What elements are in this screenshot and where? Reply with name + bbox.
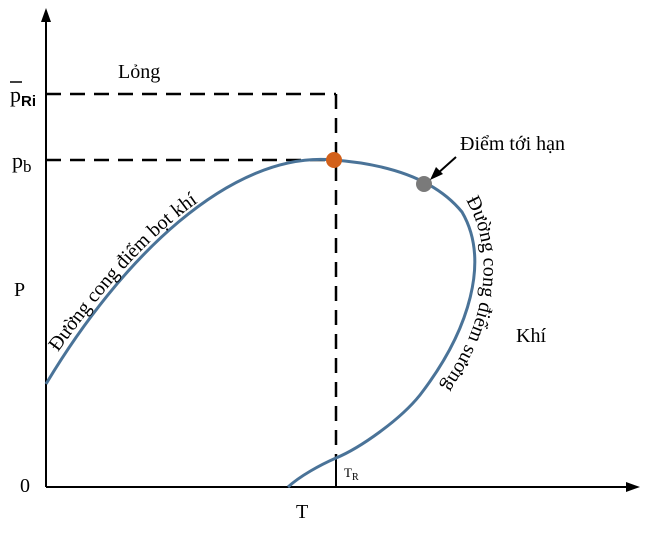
p-ri-label: pRi	[10, 82, 36, 110]
t-r-label: TR	[344, 465, 359, 483]
bubble-point-marker	[326, 152, 342, 168]
bubble-curve-label-path: Đường cong điểm bọt khí	[44, 188, 201, 355]
bubble-curve-label: Đường cong điểm bọt khí	[44, 188, 201, 355]
t-r-main: T	[344, 465, 352, 480]
dew-curve-label: Đường cong điểm sương	[437, 192, 500, 396]
p-ri-main: p	[10, 82, 21, 107]
p-ri-sub: Ri	[21, 93, 36, 110]
p-b-main: p	[12, 148, 23, 173]
x-axis-arrow-icon	[626, 482, 640, 492]
y-axis-label: P	[14, 279, 25, 301]
gas-region-label: Khí	[516, 325, 546, 347]
critical-point-label: Điểm tới hạn	[460, 133, 565, 155]
x-axis-label: T	[296, 501, 308, 523]
p-b-sub: b	[23, 157, 32, 176]
origin-label: 0	[20, 475, 30, 497]
liquid-region-label: Lỏng	[118, 61, 160, 83]
dew-curve-label-path: Đường cong điểm sương	[437, 192, 500, 396]
critical-point-marker	[416, 176, 432, 192]
y-axis-arrow-icon	[41, 8, 51, 22]
critical-point-arrow-icon	[430, 167, 443, 180]
p-b-label: pb	[12, 148, 32, 176]
phase-envelope-curve	[44, 157, 477, 489]
t-r-sub: R	[352, 472, 359, 483]
